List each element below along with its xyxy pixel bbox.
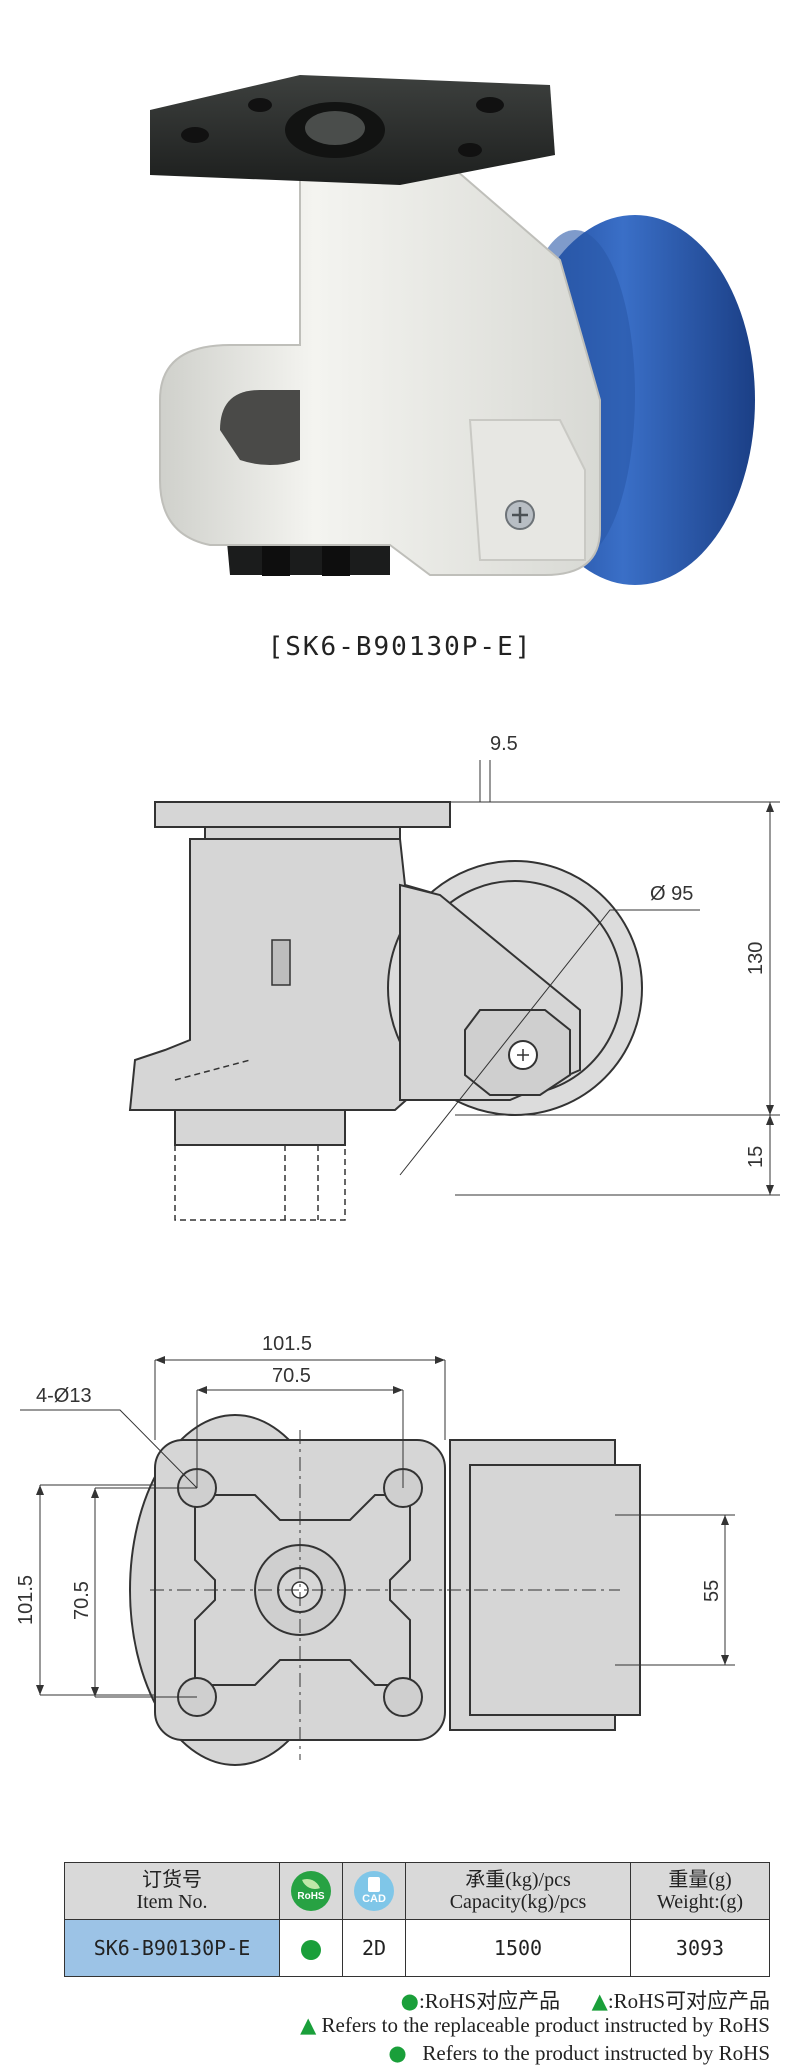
legend-line: ●:RoHS对应产品 ▲:RoHS可对应产品 xyxy=(401,1985,770,2015)
dim-hole-pitch-y: 70.5 xyxy=(71,1581,93,1620)
header-item-cn: 订货号 xyxy=(142,1869,202,1891)
note-triangle-text: Refers to the replaceable product instru… xyxy=(321,2013,770,2037)
note-dot-text: Refers to the product instructed by RoHS xyxy=(422,2041,770,2065)
dim-plate-height: 101.5 xyxy=(15,1575,37,1625)
header-capacity-en: Capacity(kg)/pcs xyxy=(449,1891,587,1913)
dim-wheel-width: 55 xyxy=(701,1580,723,1602)
cell-rohs xyxy=(279,1919,343,1977)
dim-height: 130 xyxy=(745,942,767,975)
legend-dot-text: :RoHS对应产品 xyxy=(418,1989,561,2013)
header-capacity: 承重(kg)/pcs Capacity(kg)/pcs xyxy=(405,1862,631,1920)
header-weight-cn: 重量(g) xyxy=(668,1869,732,1891)
product-photo xyxy=(150,75,755,585)
spec-table: 订货号 Item No. RoHS CAD 承重(kg)/pcs Capacit… xyxy=(64,1862,770,1977)
note-triangle: ▲ Refers to the replaceable product inst… xyxy=(300,2013,770,2038)
header-cad: CAD xyxy=(342,1862,406,1920)
top-view-drawing: 101.5 70.5 4-Ø13 101.5 70.5 55 xyxy=(15,1333,735,1766)
cell-cad: 2D xyxy=(342,1919,406,1977)
dim-offset: 9.5 xyxy=(490,733,518,755)
cell-weight: 3093 xyxy=(630,1919,770,1977)
legend-triangle-text: :RoHS可对应产品 xyxy=(607,1989,770,2013)
dim-wheel-diameter: Ø 95 xyxy=(650,883,693,905)
note-dot-icon: ● xyxy=(388,2041,407,2065)
dim-plate-width: 101.5 xyxy=(262,1333,312,1355)
cell-item: SK6-B90130P-E xyxy=(64,1919,280,1977)
table-header-row: 订货号 Item No. RoHS CAD 承重(kg)/pcs Capacit… xyxy=(64,1862,770,1920)
dim-holes: 4-Ø13 xyxy=(36,1385,92,1407)
header-capacity-cn: 承重(kg)/pcs xyxy=(465,1869,571,1891)
dim-hole-pitch-x: 70.5 xyxy=(272,1365,311,1387)
legend-triangle-icon: ▲ xyxy=(591,1989,608,2013)
header-weight: 重量(g) Weight:(g) xyxy=(630,1862,770,1920)
cell-capacity: 1500 xyxy=(405,1919,631,1977)
table-row: SK6-B90130P-E 2D 1500 3093 xyxy=(64,1919,770,1977)
side-view-drawing: 9.5 Ø 95 130 15 xyxy=(128,733,780,1221)
note-dot: ● Refers to the product instructed by Ro… xyxy=(388,2041,770,2066)
header-weight-en: Weight:(g) xyxy=(656,1891,744,1913)
cad-icon: CAD xyxy=(354,1871,394,1911)
rohs-icon: RoHS xyxy=(291,1871,331,1911)
legend-dot-icon: ● xyxy=(400,1989,419,2013)
dim-adjust: 15 xyxy=(745,1146,767,1168)
rohs-dot-icon xyxy=(301,1939,321,1960)
header-rohs: RoHS xyxy=(279,1862,343,1920)
header-item: 订货号 Item No. xyxy=(64,1862,280,1920)
header-item-en: Item No. xyxy=(136,1891,208,1913)
model-caption: [SK6-B90130P-E] xyxy=(267,632,533,662)
note-triangle-icon: ▲ xyxy=(300,2013,317,2037)
